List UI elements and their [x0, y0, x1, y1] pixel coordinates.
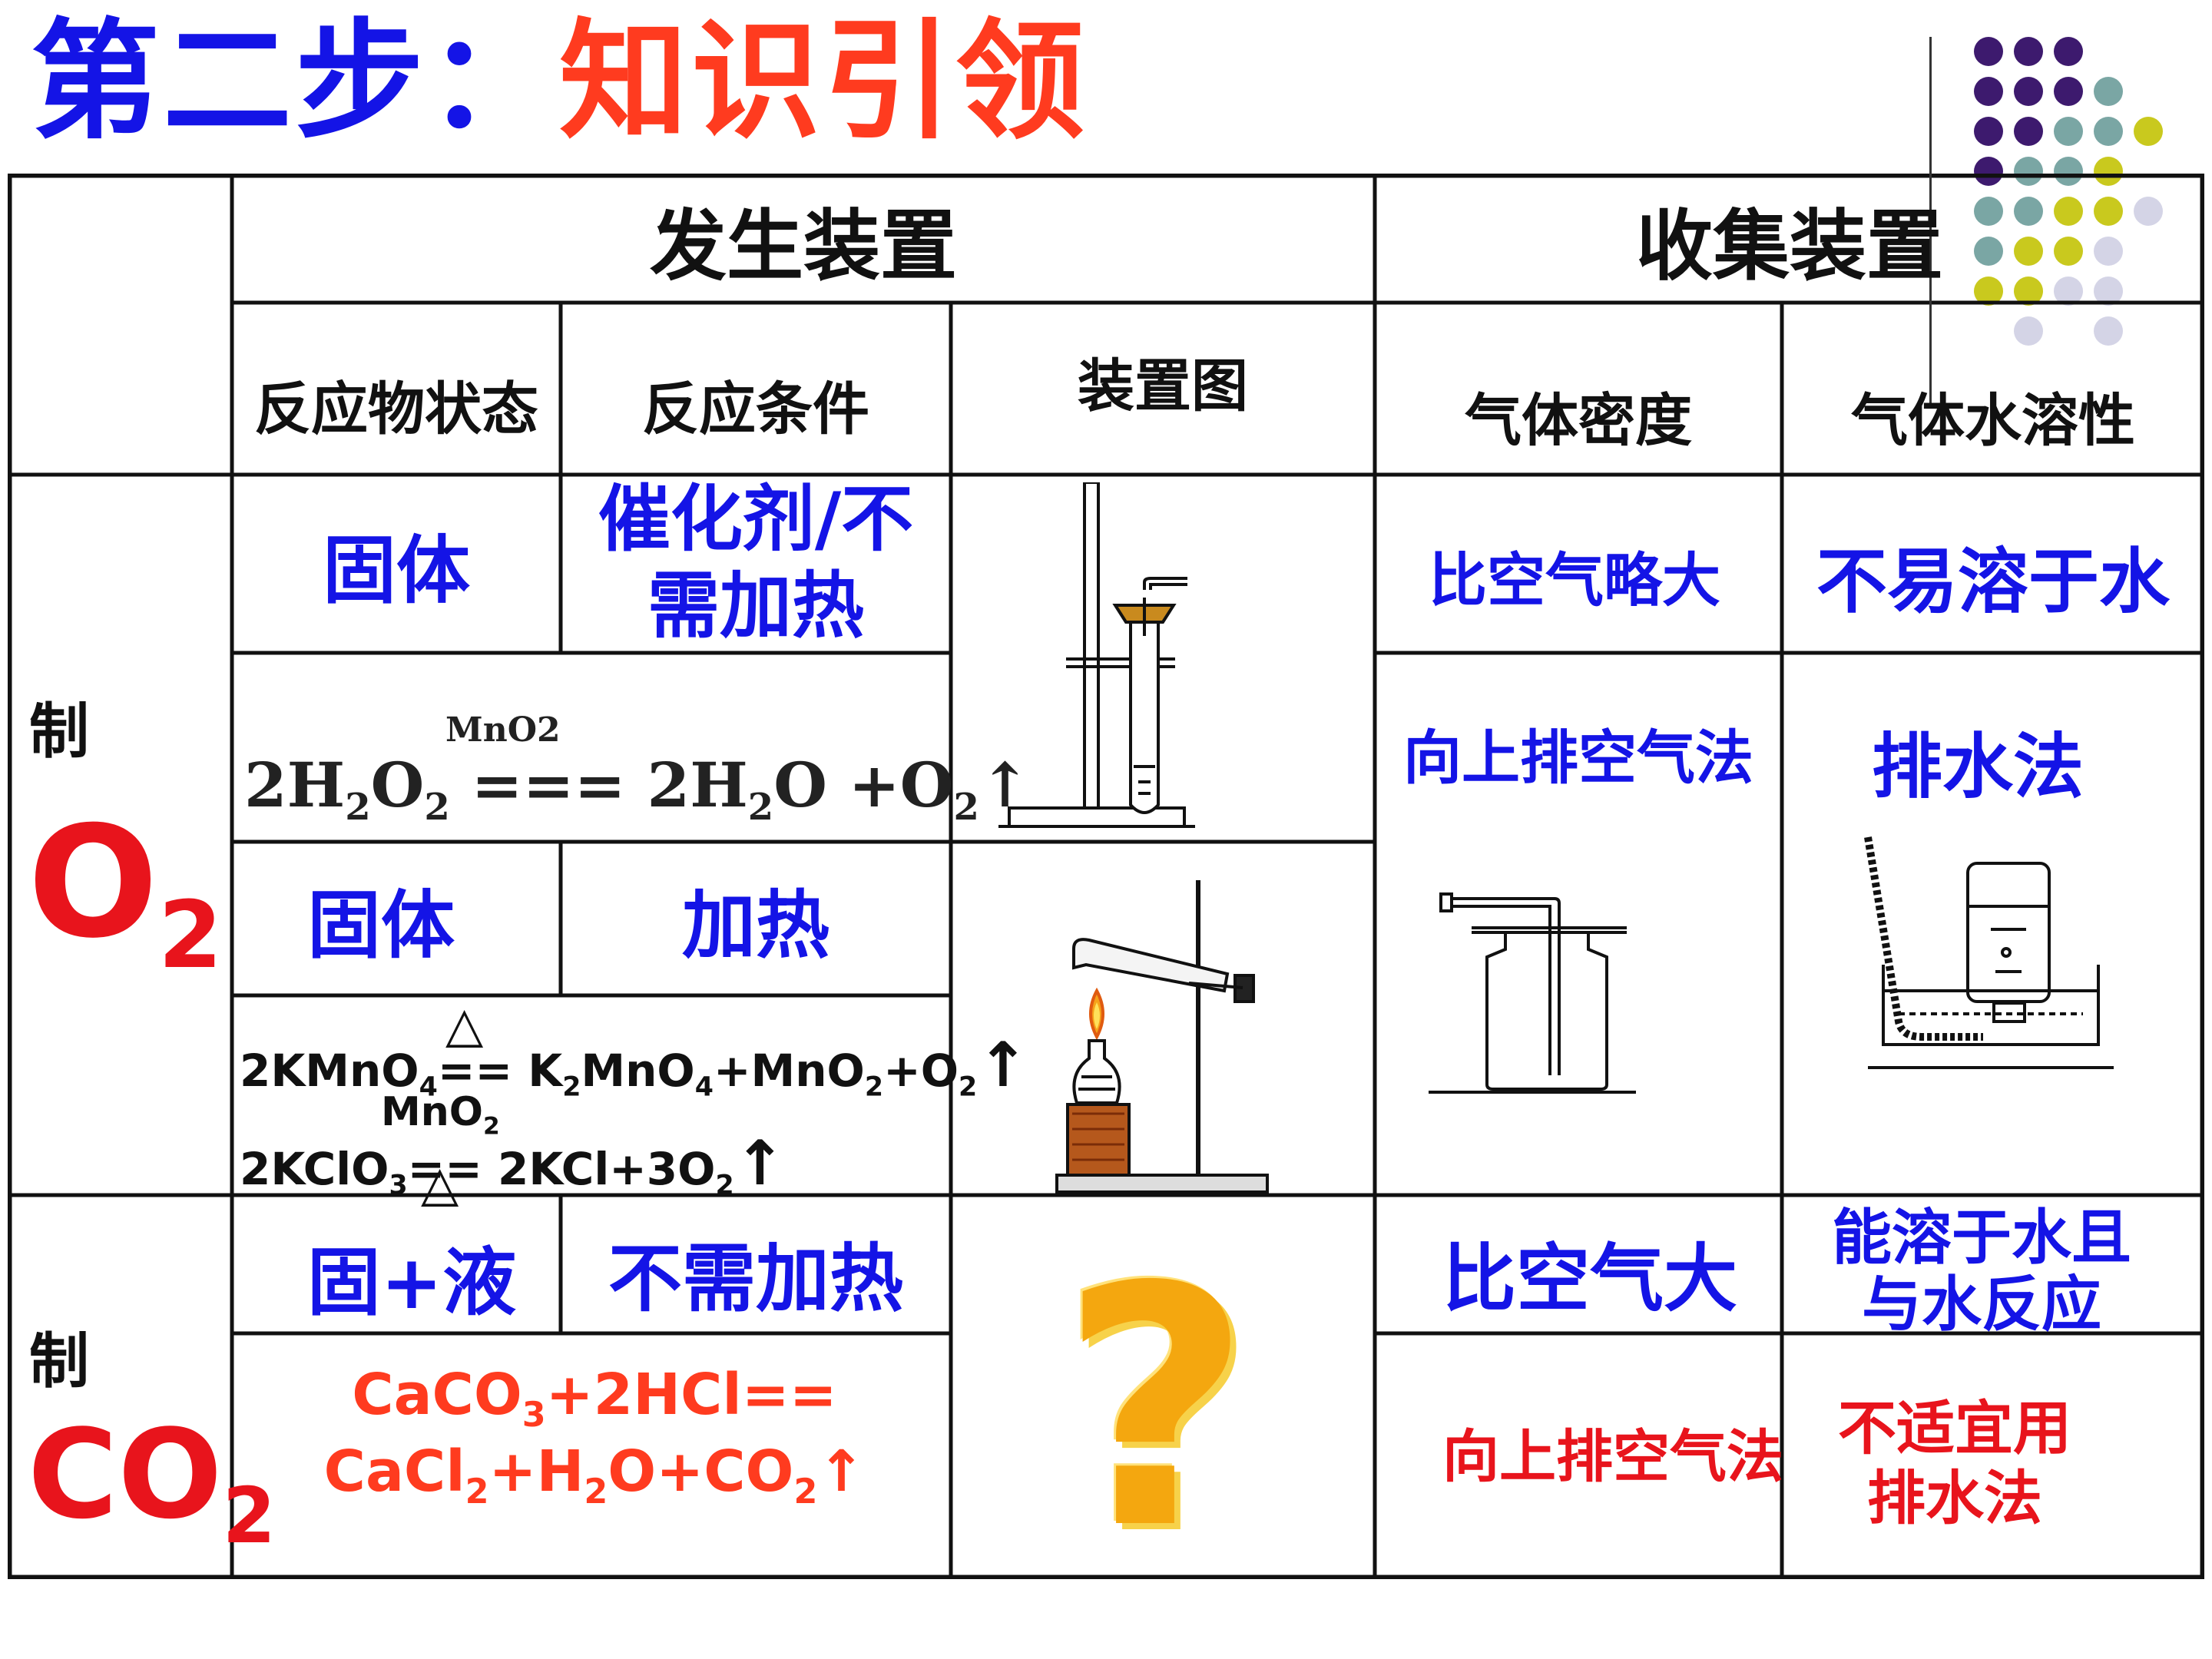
kmno4-equation: 2KMnO4== K2MnO4+MnO2+O2↑ [240, 1029, 1029, 1103]
decorative-dot [2054, 197, 2083, 226]
upward-air-collection-icon [1429, 892, 1636, 1094]
co2-label-prefix: 制 [29, 1327, 90, 1396]
decorative-dot [1974, 37, 2003, 66]
o2-state-h2o2: 固体 [323, 527, 470, 614]
co2-collect-water-line1: 不适宜用 [1838, 1393, 2071, 1462]
co2-equation: CaCO3+2HCl== CaCl2+H2O+CO2↑ [323, 1362, 866, 1512]
h2o2-equation: 2H2O2 === 2H2O +O2↑ [244, 749, 1031, 829]
decorative-dot [1974, 117, 2003, 146]
o2-condition-h2o2: 催化剂/不 需加热 [561, 475, 951, 653]
o2-condition-h2o2-line1: 催化剂/不 [598, 478, 914, 562]
co2-collect-water: 不适宜用 排水法 [1782, 1375, 2204, 1551]
decorative-dot [2094, 77, 2123, 106]
decorative-dot [2014, 117, 2043, 146]
decorative-dot [2014, 237, 2043, 266]
o2-state-kmno4: 固体 [307, 882, 455, 969]
o2-label-prefix: 制 [29, 697, 90, 767]
subheader-condition: 反应条件 [642, 376, 869, 442]
subheader-diagram: 装置图 [1078, 353, 1248, 419]
decorative-dot [2054, 37, 2083, 66]
o2-condition-kmno4: 加热 [682, 882, 830, 969]
decorative-dot [1974, 197, 2003, 226]
title-step: 第二步： [31, 6, 559, 157]
co2-condition: 不需加热 [608, 1235, 903, 1322]
kclo3-catalyst-label: MnO2 [381, 1089, 500, 1141]
decorative-dot [1974, 237, 2003, 266]
decorative-dot [2134, 117, 2163, 146]
decorative-dot [2014, 197, 2043, 226]
decorative-dots-icon [1966, 31, 2197, 369]
decorative-dot [1974, 157, 2003, 186]
o2-label-sub: 2 [158, 882, 223, 989]
decorative-dot [2094, 197, 2123, 226]
subheader-state: 反应物状态 [254, 376, 538, 442]
co2-label-sub: 2 [222, 1471, 276, 1561]
kclo3-equation: 2KClO3== 2KCl+3O2↑ [240, 1128, 786, 1201]
o2-condition-h2o2-line2: 需加热 [647, 565, 864, 648]
co2-label: CO2 [28, 1413, 276, 1555]
co2-state: 固+液 [306, 1239, 517, 1326]
co2-density: 比空气大 [1442, 1235, 1737, 1322]
decorative-dot [2054, 237, 2083, 266]
header-generation: 发生装置 [650, 200, 957, 291]
co2-collect-water-line2: 排水法 [1867, 1464, 2042, 1532]
decorative-dot [1974, 77, 2003, 106]
decorative-dot [2134, 197, 2163, 226]
decorative-dot [2094, 237, 2123, 266]
o2-collect-air: 向上排空气法 [1403, 724, 1753, 792]
decorative-dot [2014, 37, 2043, 66]
decorative-dot [2054, 157, 2083, 186]
subheader-solubility: 气体水溶性 [1851, 387, 2135, 454]
header-collection: 收集装置 [1636, 200, 1943, 291]
page-title: 第二步：知识引领 [31, 17, 1088, 146]
decorative-dot [2094, 157, 2123, 186]
decorative-dot [2014, 77, 2043, 106]
co2-solubility: 能溶于水且 与水反应 [1782, 1195, 2204, 1349]
decorative-dot [2014, 157, 2043, 186]
h2o2-catalyst-label: MnO2 [445, 710, 561, 750]
o2-label: O2 [28, 806, 223, 982]
co2-collect-air: 向上排空气法 [1442, 1423, 1783, 1490]
decorative-dot [2094, 117, 2123, 146]
table-grid [8, 174, 2204, 1579]
co2-solubility-line2: 与水反应 [1861, 1270, 2101, 1339]
o2-density: 比空气略大 [1429, 546, 1720, 614]
o2-solubility: 不易溶于水 [1816, 540, 2170, 623]
decorative-dot [2054, 117, 2083, 146]
decorative-dot [2054, 77, 2083, 106]
decorative-vertical-line [1929, 37, 1932, 406]
decorative-dot [2094, 316, 2123, 346]
heating-tube-apparatus-icon [1055, 880, 1269, 1194]
title-topic: 知识引领 [559, 6, 1088, 157]
o2-label-main: O [28, 793, 159, 972]
test-tube-apparatus-icon [998, 482, 1195, 828]
kmno4-heat-mark: △ [445, 997, 484, 1054]
water-displacement-icon [1864, 836, 2114, 1069]
decorative-dot [2014, 316, 2043, 346]
subheader-density: 气体密度 [1465, 387, 1692, 454]
question-mark-icon: ? [1060, 1217, 1252, 1601]
co2-label-main: CO [28, 1402, 223, 1546]
o2-collect-water: 排水法 [1871, 725, 2084, 808]
co2-solubility-line1: 能溶于水且 [1831, 1203, 2131, 1273]
kclo3-heat-mark: △ [421, 1156, 459, 1213]
